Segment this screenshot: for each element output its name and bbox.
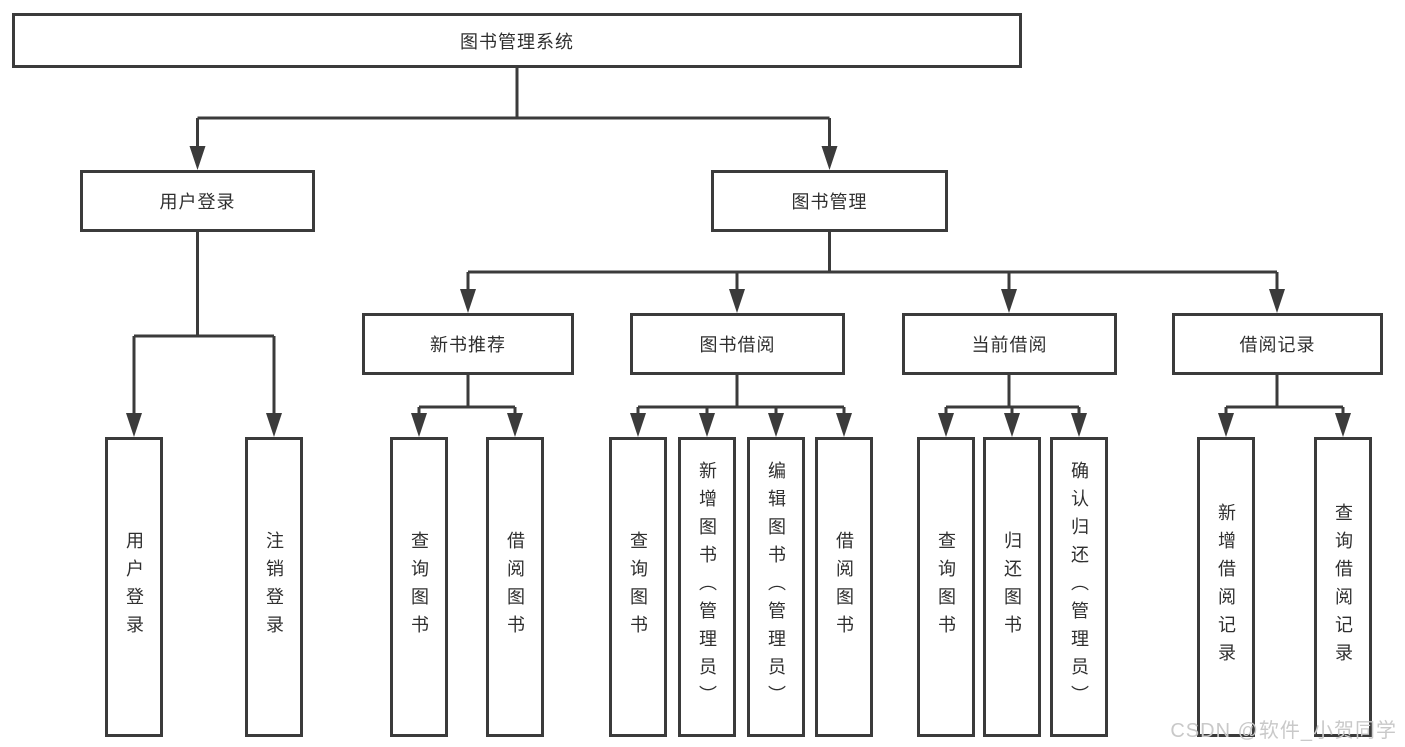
leaf-user-login: 用户登录 [105, 437, 163, 737]
node-book-management-label: 图书管理 [791, 192, 868, 212]
leaf-confirm-return-admin-label: 确认归还（管理员） [1069, 461, 1089, 713]
leaf-query-book-borrow-label: 查询图书 [628, 531, 648, 643]
node-user-login-label: 用户登录 [159, 192, 236, 212]
leaf-query-book-recommend: 查询图书 [390, 437, 448, 737]
node-book-management: 图书管理 [711, 170, 948, 232]
leaf-borrow-book-recommend-label: 借阅图书 [505, 531, 525, 643]
leaf-return-book: 归还图书 [983, 437, 1041, 737]
node-book-borrow-label: 图书借阅 [699, 335, 776, 355]
node-new-book-recommend-label: 新书推荐 [430, 335, 506, 355]
leaf-return-book-label: 归还图书 [1002, 531, 1022, 643]
leaf-query-book-current-label: 查询图书 [936, 531, 956, 643]
node-new-book-recommend: 新书推荐 [362, 313, 574, 375]
csdn-watermark: CSDN @软件_小贺同学 [1170, 720, 1397, 742]
node-current-borrow-label: 当前借阅 [971, 335, 1048, 355]
node-borrow-records-label: 借阅记录 [1239, 335, 1316, 355]
leaf-query-book-borrow: 查询图书 [609, 437, 667, 737]
leaf-confirm-return-admin: 确认归还（管理员） [1050, 437, 1108, 737]
node-root-label: 图书管理系统 [460, 31, 574, 52]
leaf-add-borrow-record-label: 新增借阅记录 [1216, 503, 1236, 671]
leaf-edit-book-admin-label: 编辑图书（管理员） [766, 461, 786, 713]
leaf-add-borrow-record: 新增借阅记录 [1197, 437, 1255, 737]
leaf-query-book-current: 查询图书 [917, 437, 975, 737]
leaf-add-book-admin: 新增图书（管理员） [678, 437, 736, 737]
leaf-add-book-admin-label: 新增图书（管理员） [697, 461, 717, 713]
leaf-logout: 注销登录 [245, 437, 303, 737]
node-current-borrow: 当前借阅 [902, 313, 1117, 375]
node-root: 图书管理系统 [12, 13, 1022, 68]
leaf-query-borrow-record: 查询借阅记录 [1314, 437, 1372, 737]
node-user-login: 用户登录 [80, 170, 315, 232]
leaf-query-book-recommend-label: 查询图书 [409, 531, 429, 643]
leaf-edit-book-admin: 编辑图书（管理员） [747, 437, 805, 737]
node-borrow-records: 借阅记录 [1172, 313, 1383, 375]
leaf-query-borrow-record-label: 查询借阅记录 [1333, 503, 1353, 671]
leaf-user-login-label: 用户登录 [124, 531, 144, 643]
leaf-borrow-book: 借阅图书 [815, 437, 873, 737]
leaf-logout-label: 注销登录 [264, 531, 284, 643]
leaf-borrow-book-label: 借阅图书 [834, 531, 854, 643]
node-book-borrow: 图书借阅 [630, 313, 845, 375]
leaf-borrow-book-recommend: 借阅图书 [486, 437, 544, 737]
